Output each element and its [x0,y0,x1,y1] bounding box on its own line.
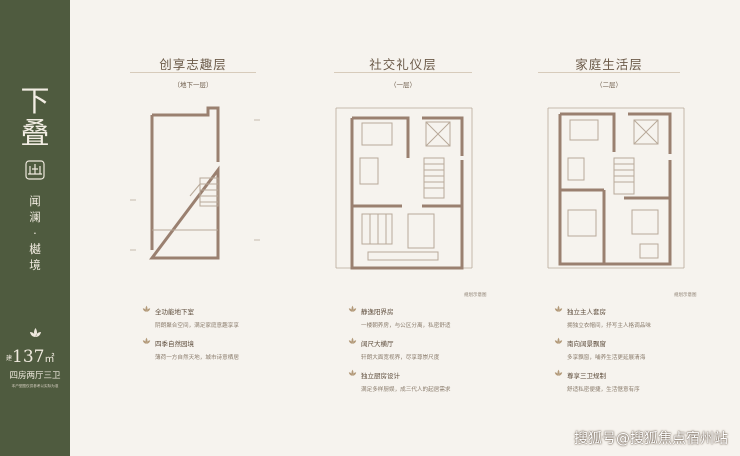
title-divider [334,72,472,73]
feature-title: 独立厨房设计 [348,369,451,380]
column-subtitle: （地下一层） [173,81,213,89]
vertical-char-5: 境 [29,258,41,272]
sidebar: 下 叠 闻 澜 · 樾 境 建137㎡ 四房两厅三卫 本户型图仅供参考以实际为准 [0,0,70,456]
column-title: 社交礼仪层 [369,57,437,72]
feature-desc: 薄荷一方自然天地，城市诗意栖居 [155,355,239,361]
column-subtitle: （一层） [390,81,416,89]
lotus-bullet-icon [554,337,563,344]
feature-item: 全功能地下室 阴朗聚合空间，满足家庭意趣享享 [142,305,239,329]
area-prefix: 建 [6,355,13,362]
feature-title: 尊享三卫规制 [554,369,640,380]
lotus-bullet-icon [348,337,357,344]
feature-title-text: 四季自然园境 [155,340,194,348]
feature-title: 独立主人套房 [554,305,651,316]
feature-item: 独立厨房设计 满足多样厨娱，成三代人的起居需求 [348,369,451,393]
feature-desc: 一楼朝养房，与公区分离，私密舒适 [361,323,451,329]
watermark: 搜狐号@搜狐焦点宿州站 [574,431,728,447]
column-subtitle: （二层） [596,81,622,89]
vertical-char-4: 樾 [29,242,41,256]
feature-title: 全功能地下室 [142,305,239,316]
lotus-bullet-icon [142,337,151,344]
lotus-icon [30,328,41,337]
vertical-char-1: 闻 [29,194,41,208]
feature-title-text: 阔尺大横厅 [361,340,394,348]
feature-title: 南向阔景飘窗 [554,337,645,348]
feature-title-text: 独立主人套房 [567,308,606,316]
feature-title: 静逸阳界房 [348,305,451,316]
feature-title-text: 南向阔景飘窗 [567,340,606,348]
lotus-bullet-icon [142,305,151,312]
column-basement: 创享志趣层 （地下一层） 全功能地下室 阴朗聚合空间，满足家庭意趣享享 四季自然… [118,0,268,456]
lotus-bullet-icon [554,305,563,312]
vertical-char-2: 澜 [29,210,41,224]
feature-item: 南向阔景飘窗 多享飘窗，哺养生活更延展清海 [554,337,646,361]
feature-item: 静逸阳界房 一楼朝养房，与公区分离，私密舒适 [348,305,451,329]
plan-legend: 规划示意图 [674,293,697,298]
feature-title-text: 独立厨房设计 [361,372,400,380]
area-unit: ㎡ [44,354,55,365]
column-title: 创享志趣层 [159,57,227,72]
lotus-bullet-icon [554,369,563,376]
title-char-1: 下 [20,84,50,118]
lotus-bullet-icon [348,369,357,376]
lotus-bullet-icon [348,305,357,312]
feature-item: 独立主人套房 拥独立衣帽间，抒写主人格调品味 [554,305,651,329]
title-divider [130,72,256,73]
feature-item: 尊享三卫规制 舒适私密便捷，生活惬意有序 [554,369,640,393]
feature-desc: 舒适私密便捷，生活惬意有序 [567,387,640,393]
feature-desc: 轩朗大面宽视界，尽享尊崇尺度 [361,355,440,361]
column-title: 家庭生活层 [575,57,643,72]
title-divider [538,72,680,73]
floorplan-second-floor [547,107,685,269]
emblem-icon [25,160,45,180]
feature-title-text: 全功能地下室 [155,308,194,316]
vertical-char-3: · [33,226,37,240]
feature-title: 阔尺大横厅 [348,337,439,348]
feature-desc: 拥独立衣帽间，抒写主人格调品味 [567,323,651,329]
feature-title: 四季自然园境 [142,337,239,348]
column-ground-floor: 社交礼仪层 （一层） 规划示意图 静逸阳界房 一楼朝养房，与公区分离，私 [318,0,488,456]
plan-legend: 规划示意图 [464,293,487,298]
floorplan-basement [130,106,260,260]
feature-desc: 多享飘窗，哺养生活更延展清海 [567,355,646,361]
area-number: 137 [12,347,45,367]
title-char-2: 叠 [20,116,50,150]
feature-desc: 满足多样厨娱，成三代人的起居需求 [361,387,451,393]
feature-item: 阔尺大横厅 轩朗大面宽视界，尽享尊崇尺度 [348,337,440,361]
feature-title-text: 静逸阳界房 [361,308,394,316]
room-layout: 四房两厅三卫 [9,371,61,381]
feature-item: 四季自然园境 薄荷一方自然天地，城市诗意栖居 [142,337,239,361]
column-second-floor: 家庭生活层 （二层） 规划示意图 独立主人套房 拥独立衣帽间，抒写主人格调品味 [524,0,697,456]
disclaimer-note: 本户型图仅供参考以实际为准 [11,384,59,388]
feature-title-text: 尊享三卫规制 [567,372,606,380]
area-label: 建137㎡ [6,347,54,367]
floorplan-ground-floor [335,107,473,270]
feature-desc: 阴朗聚合空间，满足家庭意趣享享 [155,323,239,329]
